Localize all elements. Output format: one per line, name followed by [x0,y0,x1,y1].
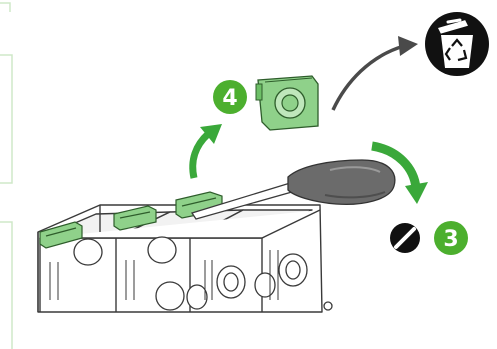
step-4-label: 4 [222,86,237,111]
arrow-to-bin-icon [333,36,418,110]
recycle-bin-icon [425,12,489,76]
left-panel-border [0,3,12,349]
screwdriver-tool-badge-icon [390,223,420,253]
step-badge-4: 4 [213,80,247,114]
step-badge-3: 3 [434,221,468,255]
step-3-label: 3 [443,227,458,252]
removed-terminal [256,76,318,130]
curved-arrow-up-icon [193,124,222,178]
